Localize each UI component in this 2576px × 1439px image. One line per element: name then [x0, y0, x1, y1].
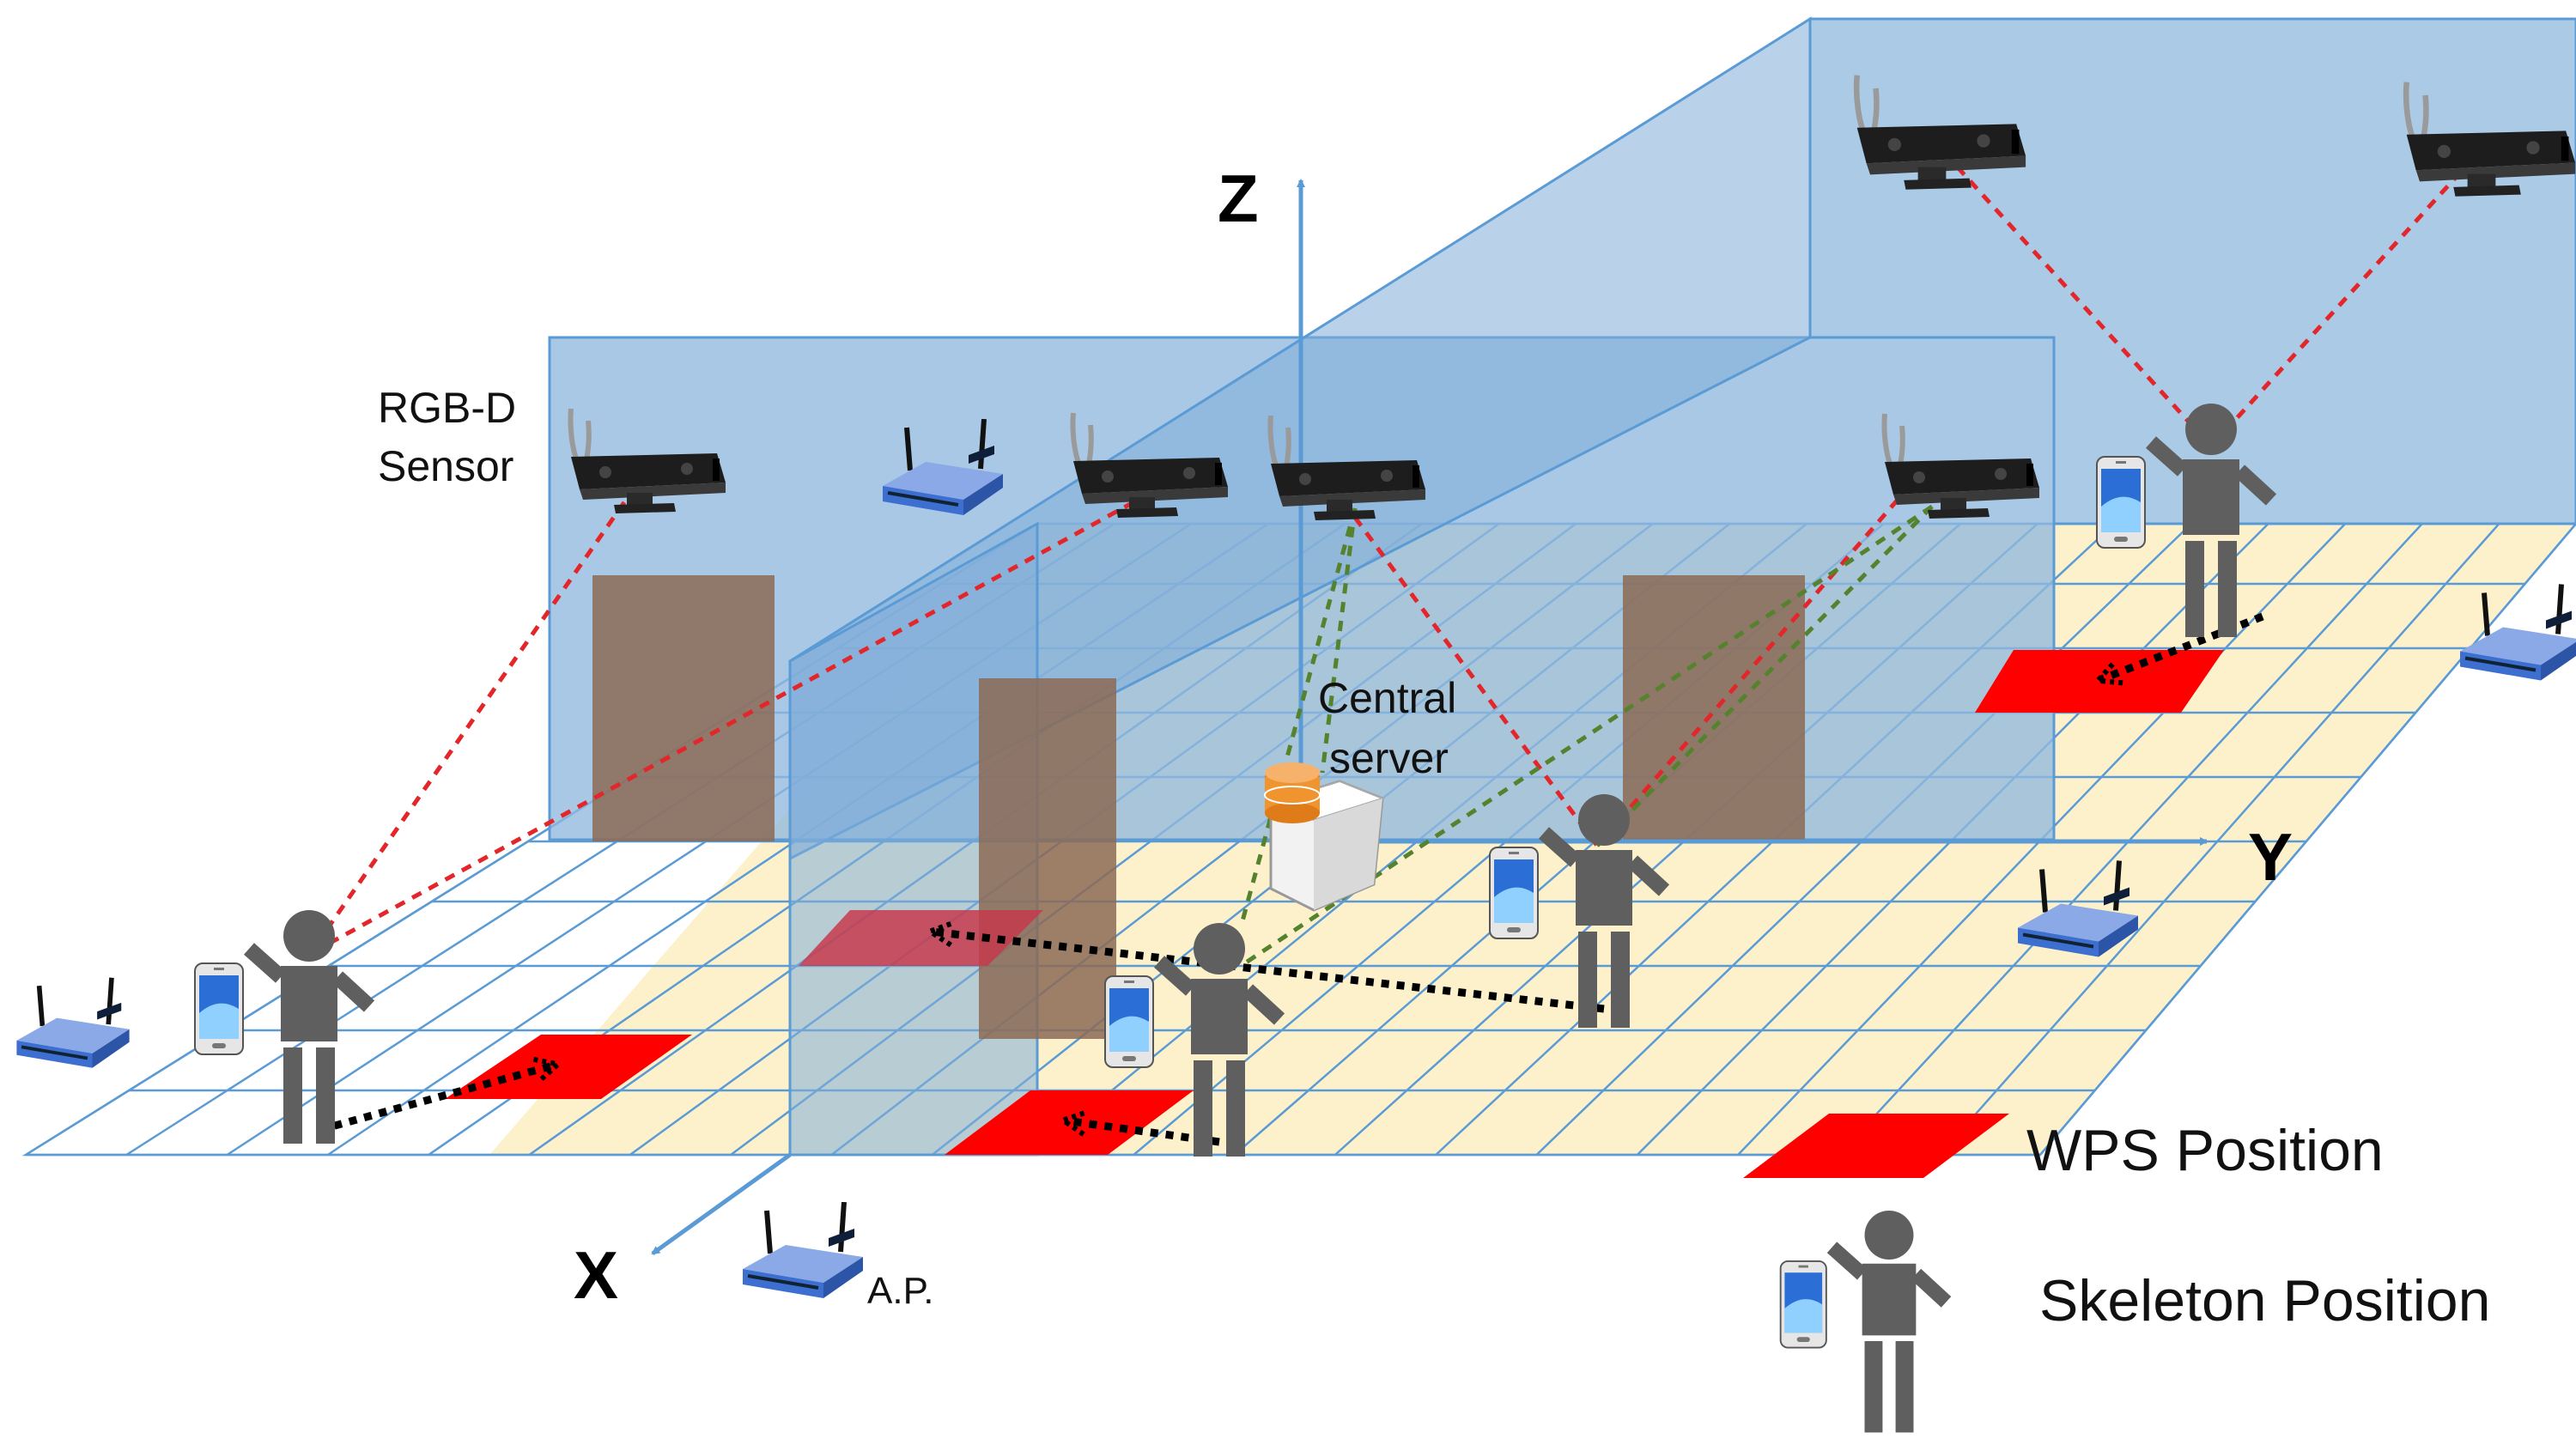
axis-z-label: Z: [1218, 161, 1259, 236]
person-icon: [1104, 923, 1285, 1157]
legend-wps-swatch: [1743, 1114, 2009, 1178]
server-links: [1238, 504, 1934, 968]
sensor-links: [317, 137, 2488, 951]
trajectories: [318, 612, 2264, 1142]
smartphone-icon: [1489, 847, 1539, 939]
door-partition: [979, 678, 1116, 1039]
legend: WPS Position Skeleton Position: [1743, 1114, 2490, 1433]
smartphone-icon: [2096, 456, 2146, 549]
server-label-line1: Central: [1318, 674, 1456, 722]
axis-y-label: Y: [2248, 819, 2293, 895]
server-label-line2: server: [1329, 734, 1449, 782]
wifi-router-icon: [16, 978, 129, 1068]
person-icon: [1779, 1211, 1952, 1433]
database-server-icon: [1264, 762, 1385, 912]
access-point-label: A.P.: [867, 1270, 933, 1312]
door-back-left: [592, 575, 775, 841]
legend-wps-label: WPS Position: [2026, 1118, 2384, 1183]
legend-skeleton-label: Skeleton Position: [2039, 1268, 2490, 1333]
door-back-right: [1623, 575, 1805, 841]
smartphone-icon: [1779, 1260, 1827, 1349]
person-icon: [194, 910, 375, 1144]
axis-x-label: X: [574, 1237, 618, 1313]
people: [194, 404, 2277, 1157]
partition-wall: [788, 521, 1116, 1157]
wifi-router-icon: [743, 1202, 863, 1298]
person-icon: [1489, 794, 1670, 1028]
axes: [651, 179, 2208, 1256]
person-icon: [2096, 404, 2277, 637]
sensor-label-line2: Sensor: [378, 442, 513, 490]
sensor-label-line1: RGB-D: [378, 384, 516, 432]
central-server: Central server: [1264, 674, 1456, 912]
smartphone-icon: [1104, 975, 1154, 1068]
legend-skeleton-swatch: [1779, 1211, 1952, 1433]
wps-marker: [1975, 650, 2224, 713]
smartphone-icon: [194, 962, 244, 1055]
